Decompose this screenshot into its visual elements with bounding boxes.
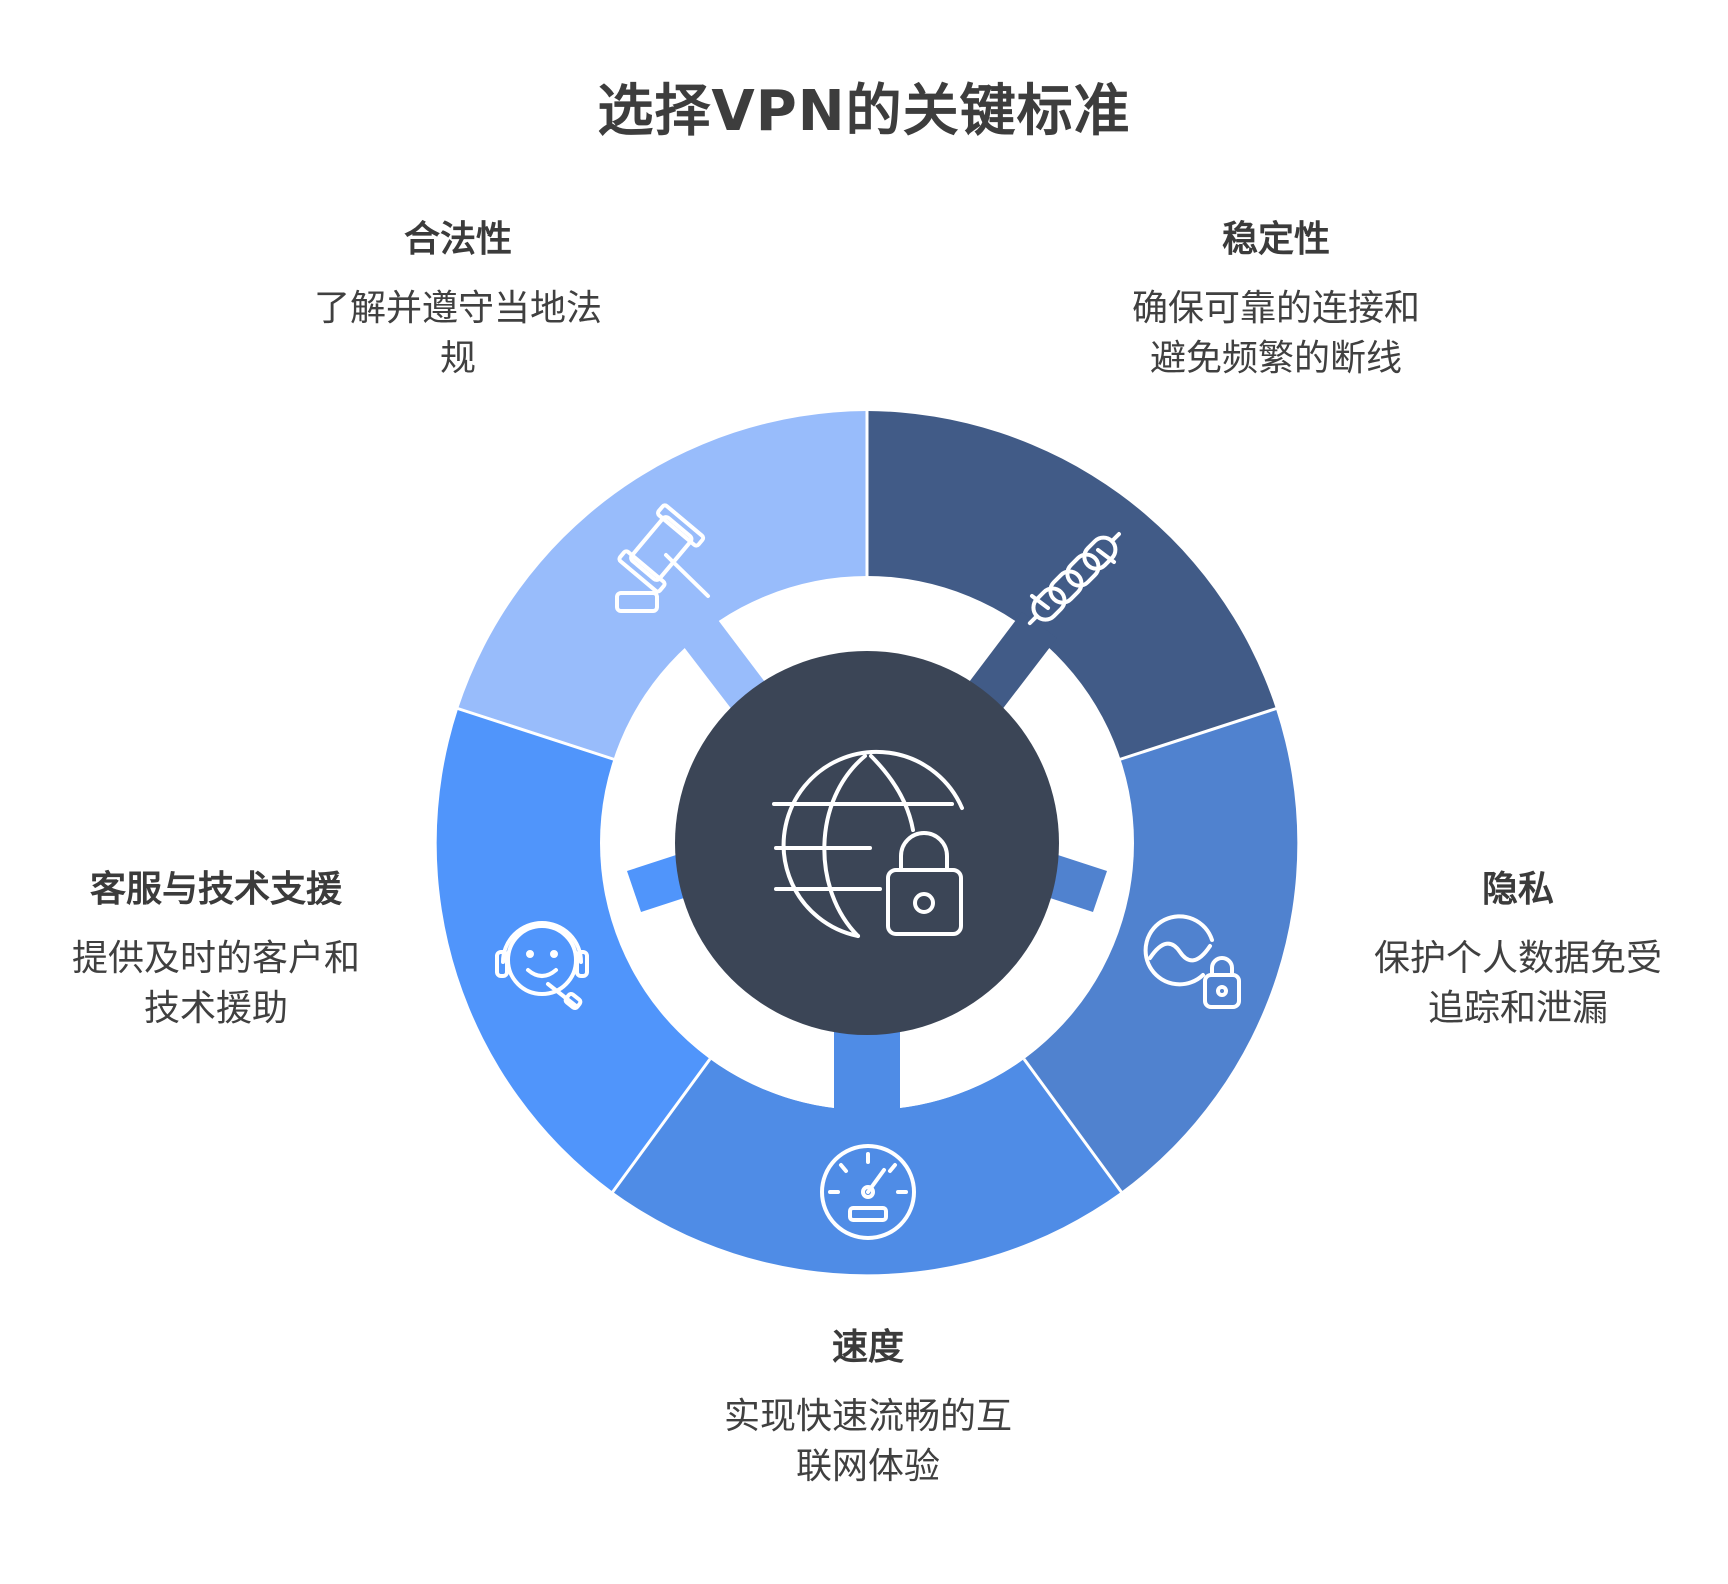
- privacy-title: 隐私: [1481, 869, 1554, 910]
- headset-support-icon: [495, 921, 589, 1011]
- speed-desc-line1: 实现快速流畅的互: [723, 1396, 1012, 1437]
- diagram-title: 选择VPN的关键标准: [597, 79, 1131, 144]
- support-desc-line1: 提供及时的客户和: [71, 938, 360, 979]
- privacy-desc-line2: 追踪和泄漏: [1427, 988, 1608, 1029]
- label-privacy: 隐私 保护个人数据免受 追踪和泄漏: [1328, 866, 1708, 1034]
- speed-title: 速度: [831, 1327, 904, 1368]
- support-desc-line2: 技术援助: [143, 988, 288, 1029]
- stability-desc-line1: 确保可靠的连接和: [1131, 288, 1420, 329]
- center-circle: [675, 651, 1059, 1035]
- speed-description: 实现快速流畅的互 联网体验: [672, 1392, 1064, 1492]
- privacy-description: 保护个人数据免受 追踪和泄漏: [1328, 934, 1708, 1034]
- speed-desc-line2: 联网体验: [795, 1446, 940, 1487]
- legality-desc-line1: 了解并遵守当地法: [313, 288, 602, 329]
- label-speed: 速度 实现快速流畅的互 联网体验: [672, 1324, 1064, 1492]
- stability-desc-line2: 避免频繁的断线: [1149, 338, 1402, 379]
- segment-privacy: [1024, 709, 1298, 1192]
- speedometer-icon: [820, 1144, 916, 1240]
- segment-stability: [867, 411, 1276, 760]
- privacy-lock-icon: [1143, 914, 1241, 1009]
- label-stability: 稳定性 确保可靠的连接和 避免频繁的断线: [1080, 216, 1472, 384]
- label-support: 客服与技术支援 提供及时的客户和 技术援助: [20, 866, 412, 1034]
- globe-lock-icon: [772, 749, 964, 938]
- chain-link-icon: [1027, 532, 1121, 626]
- privacy-desc-line1: 保护个人数据免受: [1373, 938, 1662, 979]
- label-legality: 合法性 了解并遵守当地法 规: [262, 216, 654, 384]
- gavel-icon: [615, 503, 710, 613]
- support-description: 提供及时的客户和 技术援助: [20, 934, 412, 1034]
- segment-speed: [613, 1059, 1121, 1275]
- stability-title: 稳定性: [1221, 219, 1330, 260]
- legality-description: 了解并遵守当地法 规: [262, 284, 654, 384]
- legality-desc-line2: 规: [439, 338, 476, 379]
- legality-title: 合法性: [403, 219, 512, 260]
- support-title: 客服与技术支援: [89, 869, 342, 910]
- stability-description: 确保可靠的连接和 避免频繁的断线: [1080, 284, 1472, 384]
